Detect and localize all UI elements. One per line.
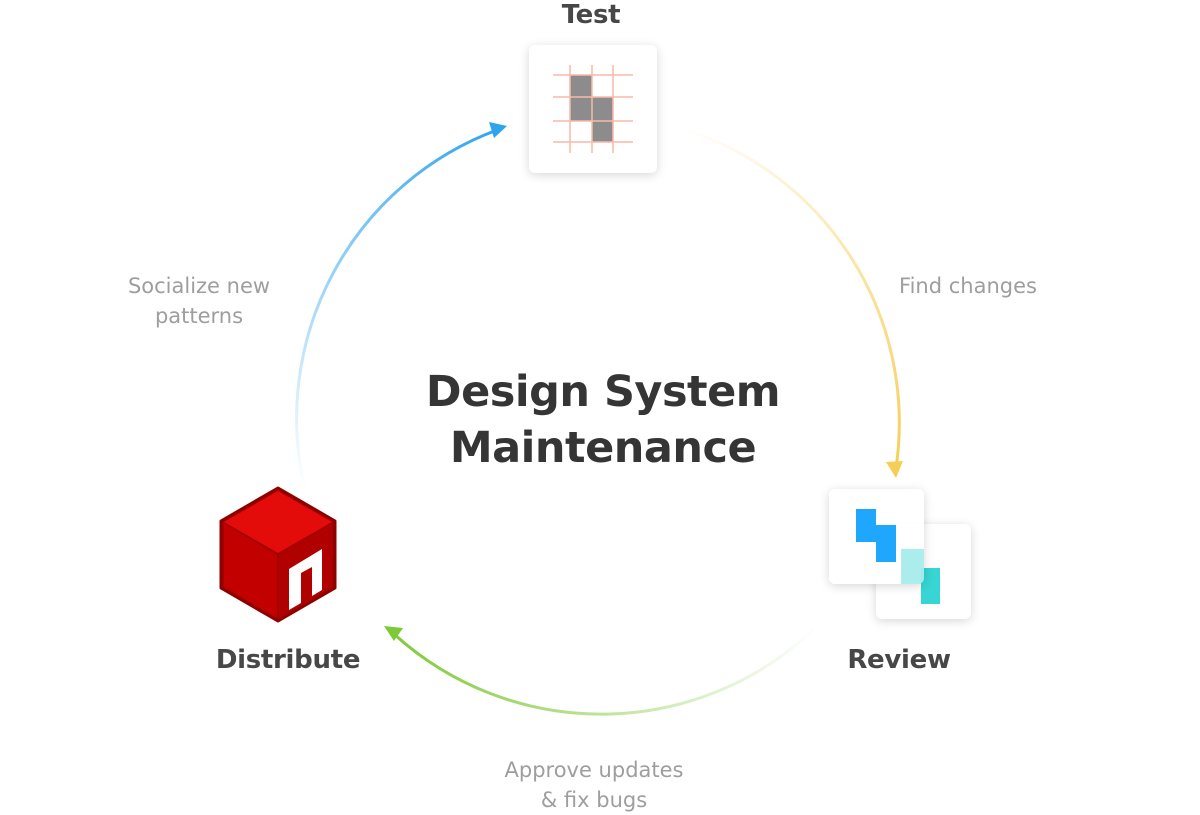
stage-label-review: Review: [847, 645, 951, 675]
npm-cube-icon: [219, 486, 337, 623]
diff-review-icon: [856, 509, 924, 584]
edge-label-find-changes-line1: Find changes: [899, 274, 1037, 298]
arrowhead-distribute: [384, 626, 403, 641]
arrowhead-review: [886, 461, 903, 478]
stage-label-test: Test: [561, 0, 621, 30]
edge-label-socialize-line2: patterns: [154, 304, 244, 328]
stage-label-distribute: Distribute: [215, 645, 361, 675]
diagram-title: Design System Maintenance: [425, 364, 781, 476]
edge-label-approve-line2: & fix bugs: [540, 788, 648, 812]
test-card: [529, 45, 657, 173]
arc-test-to-review: [678, 126, 901, 470]
edge-label-approve-updates: Approve updates & fix bugs: [504, 755, 683, 815]
edge-label-socialize-line1: Socialize new: [127, 274, 271, 298]
arrowhead-test: [489, 122, 507, 138]
diagram-title-line1: Design System: [425, 367, 781, 417]
grid-test-icon: [553, 65, 633, 153]
review-card-front: [829, 489, 924, 584]
arc-distribute-to-test: [295, 128, 499, 492]
edge-label-find-changes: Find changes: [899, 271, 1037, 301]
edge-label-approve-line1: Approve updates: [504, 758, 684, 782]
diagram-title-line2: Maintenance: [449, 423, 757, 473]
arc-review-to-distribute: [392, 623, 820, 716]
edge-label-socialize: Socialize new patterns: [128, 271, 270, 331]
